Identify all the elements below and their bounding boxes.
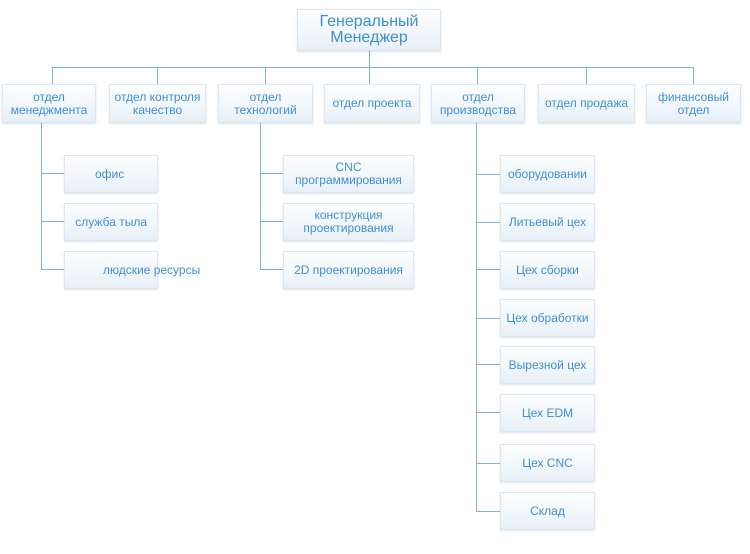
- office-node: офис: [64, 155, 158, 193]
- warehouse-node: Склад: [500, 492, 595, 530]
- equipment-node: оборудовании: [500, 155, 595, 193]
- cutting-shop-node: Вырезной цех: [500, 346, 595, 384]
- design-engineering-node: конструкция проектирования: [283, 203, 414, 241]
- casting-shop-node: Литьевый цех: [500, 203, 595, 241]
- cnc-programming-node: CNC программирования: [283, 155, 414, 193]
- dept-technology-node: отдел технологий: [218, 84, 313, 123]
- general-manager-node: Генеральный Менеджер: [297, 9, 441, 51]
- cnc-shop-node: Цех CNC: [500, 444, 595, 482]
- dept-production-node: отдел производства: [431, 84, 525, 123]
- machining-shop-node: Цех обработки: [500, 299, 595, 337]
- dept-finance-node: финансовый отдел: [646, 84, 741, 123]
- human-resources-node: людские ресурсы: [64, 251, 200, 289]
- assembly-shop-node: Цех сборки: [500, 251, 595, 289]
- dept-project-node: отдел проекта: [324, 84, 420, 123]
- 2d-design-node: 2D проектирования: [283, 251, 414, 289]
- edm-shop-node: Цех EDM: [500, 394, 595, 432]
- dept-management-node: отдел менеджмента: [2, 84, 96, 123]
- dept-sales-node: отдел продажа: [538, 84, 635, 123]
- dept-quality-control-node: отдел контроля качество: [109, 84, 206, 123]
- rear-service-node: служба тыла: [64, 203, 158, 241]
